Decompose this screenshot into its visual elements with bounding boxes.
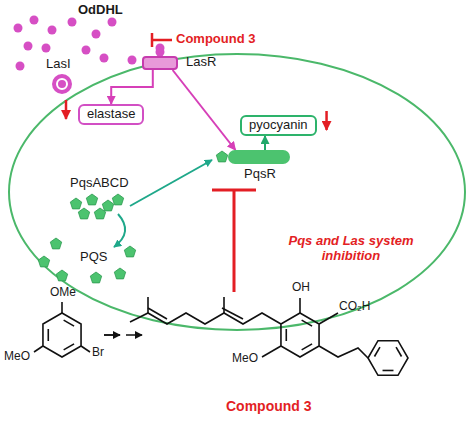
odhl-dot (92, 30, 101, 39)
synthesis-arrows (104, 334, 142, 336)
odhl-dot (14, 24, 23, 33)
double-bond (302, 320, 312, 326)
lasi-synthase-core (57, 79, 67, 89)
lasi-synthase (52, 74, 72, 94)
node-label: pyocyanin (249, 118, 308, 133)
odhl-dot (24, 42, 33, 51)
pqs-pentagon (90, 272, 101, 283)
atom-label: MeO (232, 352, 258, 366)
node-label: PqsR (244, 167, 276, 182)
bond (130, 313, 281, 324)
double-bond (64, 320, 74, 326)
receptor-shape: PqsR (228, 150, 290, 164)
node-label: elastase (87, 107, 135, 122)
inhibition-note: Pqs and Las system inhibition (282, 234, 420, 264)
process-box: elastase (78, 104, 144, 125)
process-box: pyocyanin (240, 115, 317, 136)
binding-arrow (130, 160, 212, 206)
double-bond (383, 370, 394, 372)
synthesis-arrow (104, 334, 120, 336)
double-bond (285, 329, 287, 341)
compound-label: Compound 3 (176, 32, 255, 47)
atom-label: CO₂H (339, 300, 370, 314)
pqs-molecules (38, 151, 227, 283)
atom-label: Br (92, 346, 104, 360)
synthesis-arrow (114, 214, 125, 247)
pqs-pentagon (50, 238, 61, 249)
pqs-pentagon (114, 268, 125, 279)
pqs-pentagon (94, 208, 105, 219)
bond (81, 346, 90, 352)
receptor-shape: LasR (142, 56, 178, 70)
double-bond (47, 329, 49, 341)
molecule-structure (34, 297, 408, 375)
signal-arrow (111, 70, 153, 104)
odhl-dot (42, 44, 51, 53)
bond (61, 302, 63, 313)
pqs-pentagon (216, 151, 227, 162)
molecule-label: OdDHL (78, 3, 123, 18)
benzene-ring (368, 341, 408, 376)
pqs-pentagon (70, 198, 81, 209)
benzene-ring (281, 313, 319, 357)
cell-membrane (9, 54, 465, 330)
pqs-pentagon (86, 194, 97, 205)
node-label: LasR (186, 55, 216, 70)
bond (222, 308, 243, 319)
pqs-pentagon (38, 256, 49, 267)
compound-label: Compound 3 (226, 398, 312, 414)
odhl-dot (82, 46, 91, 55)
signal-arrow (264, 136, 266, 150)
double-bond (396, 347, 401, 356)
inhibition-bar (212, 190, 256, 292)
atom-label: MeO (4, 350, 30, 364)
bond (223, 297, 225, 313)
bond (319, 346, 368, 358)
pqs-pentagon (56, 270, 67, 281)
odhl-dot (48, 26, 57, 35)
odhl-dot (30, 16, 39, 25)
bond (147, 297, 149, 313)
bond (262, 346, 281, 357)
benzene-ring (43, 313, 81, 357)
pqs-pentagon (102, 200, 113, 211)
bond (148, 308, 167, 319)
odhl-dot (108, 18, 117, 27)
odhl-dot (128, 56, 137, 65)
pqs-pentagon (124, 246, 135, 257)
atom-label: OMe (50, 286, 76, 300)
odhl-dot (68, 18, 77, 27)
signal-arrow (173, 70, 236, 150)
atom-label: OH (292, 281, 310, 295)
odhl-dot (16, 62, 25, 71)
double-bond (64, 344, 74, 350)
bond (34, 346, 43, 352)
molecule-label: LasI (46, 57, 71, 72)
bond (319, 313, 338, 324)
decrease-arrow (325, 111, 328, 130)
bond (299, 298, 301, 313)
double-bond (374, 347, 379, 356)
inhibition-bar (152, 33, 172, 47)
decrease-arrow (65, 100, 68, 119)
double-bond (302, 344, 312, 350)
odhl-dot (100, 54, 109, 63)
pqs-pentagon (78, 208, 89, 219)
molecule-label: PQS (80, 250, 107, 265)
molecule-label: PqsABCD (70, 176, 129, 191)
pqs-pentagon (112, 194, 123, 205)
